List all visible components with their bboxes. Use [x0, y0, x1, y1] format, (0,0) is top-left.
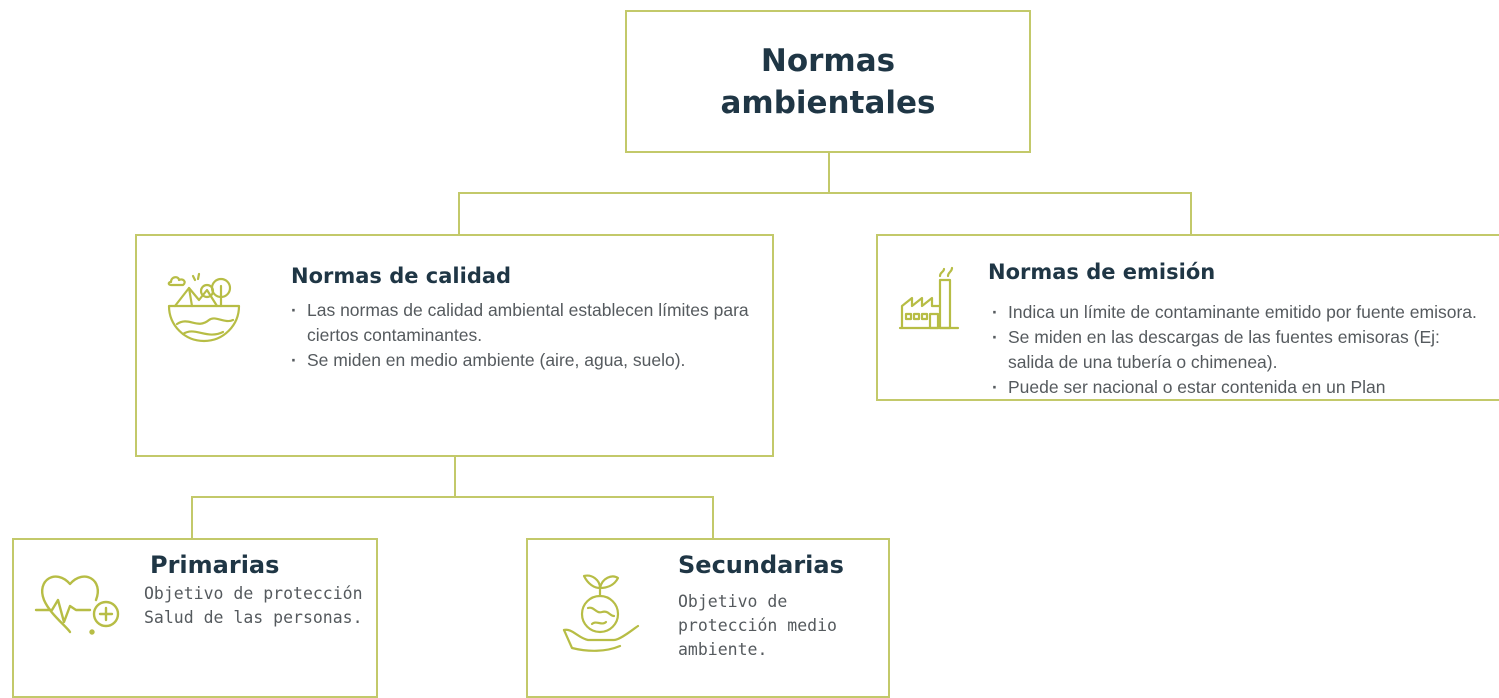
emision-bullets: Indica un límite de contaminante emitido…	[990, 300, 1490, 400]
emision-bullet: Indica un límite de contaminante emitido…	[990, 300, 1490, 325]
connector-top-horizontal	[458, 192, 1192, 194]
primarias-node: Primarias Objetivo de protección Salud d…	[12, 538, 378, 698]
calidad-node: Normas de calidad Las normas de calidad …	[135, 234, 774, 457]
calidad-title: Normas de calidad	[291, 264, 512, 288]
connector-to-emision	[1190, 192, 1192, 234]
connector-calidad-down	[454, 456, 456, 498]
connector-to-calidad	[458, 192, 460, 234]
calidad-bullets: Las normas de calidad ambiental establec…	[289, 298, 769, 373]
emision-node: Normas de emisión Indica un límite de co…	[876, 234, 1499, 401]
emision-bullet: Se miden en las descargas de las fuentes…	[990, 325, 1490, 375]
connector-root-down	[828, 152, 830, 194]
factory-icon	[896, 264, 962, 336]
primarias-description: Objetivo de protección Salud de las pers…	[144, 584, 363, 627]
emision-bullet: Puede ser nacional o estar contenida en …	[990, 375, 1490, 400]
emision-title: Normas de emisión	[988, 260, 1216, 284]
calidad-bullet: Se miden en medio ambiente (aire, agua, …	[289, 348, 769, 373]
root-title: Normas ambientales	[720, 42, 936, 121]
connector-bottom-horizontal	[191, 496, 714, 498]
heart-health-icon	[32, 570, 124, 646]
secundarias-title: Secundarias	[678, 551, 844, 579]
connector-to-secundarias	[712, 496, 714, 538]
secundarias-description: Objetivo de protección medio ambiente.	[678, 592, 837, 659]
connector-to-primarias	[191, 496, 193, 538]
root-node: Normas ambientales	[625, 10, 1031, 153]
calidad-bullet: Las normas de calidad ambiental establec…	[289, 298, 769, 348]
primarias-title: Primarias	[150, 551, 280, 579]
secundarias-node: Secundarias Objetivo de protección medio…	[526, 538, 890, 698]
hand-globe-plant-icon	[558, 566, 642, 656]
landscape-globe-icon	[163, 268, 245, 350]
